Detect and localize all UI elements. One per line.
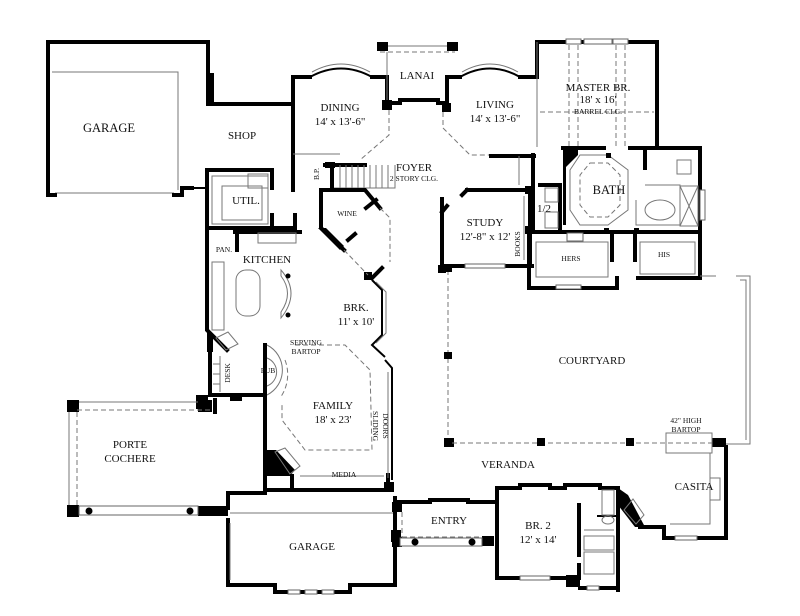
- label-family-size: 18' x 23': [315, 414, 352, 426]
- label-study-size: 12'-8" x 12': [460, 231, 511, 243]
- label-foyer-note: 2 STORY CLG.: [390, 174, 438, 183]
- label-wine: WINE: [337, 209, 357, 218]
- label-br2: BR. 2: [525, 520, 551, 532]
- label-cochere: COCHERE: [104, 453, 156, 465]
- porte-cochere: [67, 398, 228, 517]
- label-his: HIS: [658, 250, 670, 259]
- label-brk-size: 11' x 10': [338, 316, 375, 328]
- label-porte: PORTE: [113, 439, 147, 451]
- label-dining: DINING: [320, 102, 359, 114]
- master-bedroom: [536, 38, 654, 147]
- label-living-size: 14' x 13'-6": [470, 113, 521, 125]
- label-hers: HERS: [561, 254, 580, 263]
- kitchen: [205, 226, 302, 353]
- family-room: [263, 344, 394, 492]
- label-42-bartop: BARTOP: [671, 425, 700, 434]
- casita: [618, 445, 728, 541]
- label-courtyard: COURTYARD: [559, 355, 626, 367]
- label-casita: CASITA: [675, 481, 714, 493]
- label-doors: DOORS: [381, 413, 390, 438]
- label-sliding: SLIDING: [371, 411, 380, 442]
- label-desk: DESK: [223, 363, 232, 383]
- label-pub: PUB: [261, 366, 276, 375]
- label-bartop: BARTOP: [291, 347, 320, 356]
- label-media: MEDIA: [332, 470, 357, 479]
- label-lanai: LANAI: [400, 70, 435, 82]
- closets: [527, 230, 716, 290]
- lanai: [377, 42, 458, 105]
- label-42-high: 42" HIGH: [670, 416, 702, 425]
- label-entry: ENTRY: [431, 515, 467, 527]
- label-family: FAMILY: [313, 400, 353, 412]
- garage-left-walls: [46, 40, 295, 205]
- bedroom-2: [495, 483, 620, 592]
- veranda-entry: [392, 496, 499, 547]
- half-bath: [531, 153, 562, 234]
- label-util: UTIL.: [232, 195, 260, 207]
- label-living: LIVING: [476, 99, 514, 111]
- label-master-size: 18' x 16': [580, 94, 617, 106]
- label-half-bath: 1/2: [537, 203, 551, 215]
- label-garage-left: GARAGE: [83, 121, 135, 135]
- label-shop: SHOP: [228, 130, 256, 142]
- foyer-stairs: [323, 162, 396, 192]
- pub-desk: [196, 343, 289, 409]
- breakfast: [370, 279, 387, 358]
- master-bath: [561, 146, 706, 234]
- label-br2-size: 12' x 14': [520, 534, 557, 546]
- courtyard: [444, 265, 751, 454]
- label-pan: PAN.: [216, 245, 232, 254]
- label-serving: SERVING: [290, 338, 322, 347]
- label-dining-size: 14' x 13'-6": [315, 116, 366, 128]
- study: [438, 186, 534, 273]
- label-bp: B.P.: [312, 168, 321, 180]
- label-bath: BATH: [593, 183, 626, 197]
- label-study: STUDY: [467, 217, 504, 229]
- label-foyer: FOYER: [396, 162, 433, 174]
- room-labels: GARAGE SHOP DINING 14' x 13'-6" LANAI LI…: [83, 70, 714, 553]
- label-master-note: BARREL CLG.: [574, 107, 622, 116]
- label-kitchen: KITCHEN: [243, 254, 291, 266]
- label-veranda: VERANDA: [481, 459, 535, 471]
- label-master: MASTER BR.: [566, 82, 631, 94]
- util-room: [205, 173, 297, 230]
- label-books: BOOKS: [513, 231, 522, 256]
- label-garage-bottom: GARAGE: [289, 541, 335, 553]
- label-brk: BRK.: [343, 302, 369, 314]
- wine-room: [318, 188, 391, 281]
